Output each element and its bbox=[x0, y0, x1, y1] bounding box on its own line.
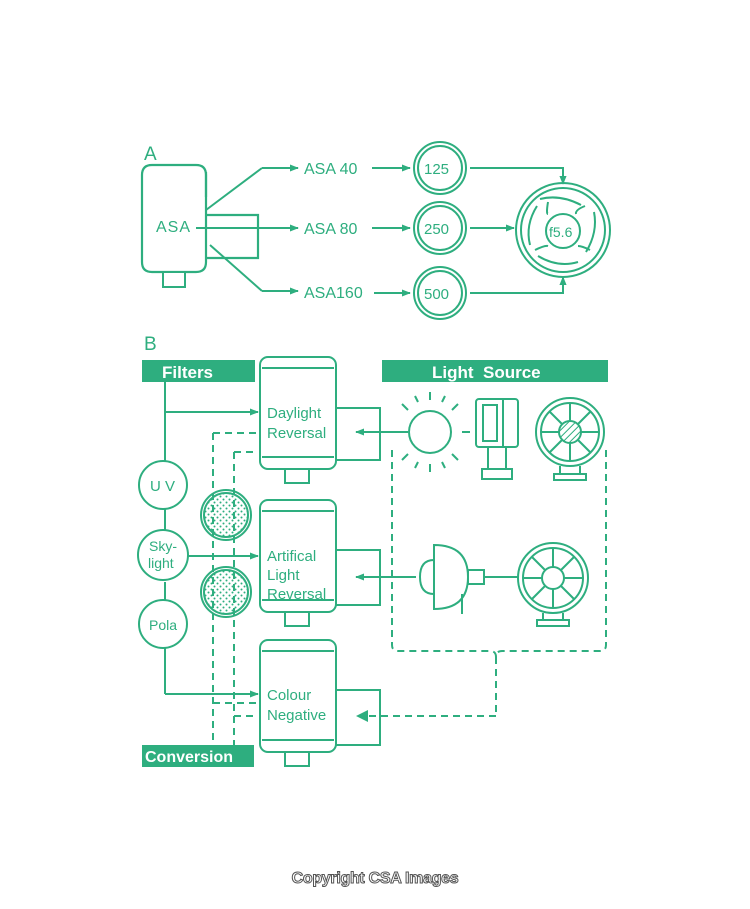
speed-asa-40: ASA 40 bbox=[304, 161, 357, 178]
shutter-dial-500 bbox=[413, 266, 467, 320]
aperture-iris-icon bbox=[515, 182, 611, 278]
filters-title: Filters bbox=[162, 363, 213, 382]
flash-reflector-icon bbox=[535, 397, 605, 481]
film-colour-label-1: Colour bbox=[267, 687, 311, 704]
shutter-dial-125 bbox=[413, 141, 467, 195]
filter-uv-label: U V bbox=[150, 478, 175, 495]
flashgun-icon bbox=[475, 398, 519, 480]
film-canister-daylight bbox=[259, 356, 381, 484]
section-b-label: B bbox=[144, 334, 157, 355]
speed-asa-80: ASA 80 bbox=[304, 221, 357, 238]
shutter-125: 125 bbox=[424, 161, 449, 178]
shutter-250: 250 bbox=[424, 221, 449, 238]
film-daylight-label-1: Daylight bbox=[267, 405, 322, 422]
section-a-label: A bbox=[144, 144, 157, 165]
film-artificial-label-2: Light bbox=[267, 567, 300, 584]
floodlight-icon bbox=[517, 542, 589, 627]
conversion-filter-icon bbox=[200, 489, 252, 618]
shutter-500: 500 bbox=[424, 286, 449, 303]
film-artificial-label-3: Reversal bbox=[267, 586, 326, 603]
film-artificial-label-1: Artifical bbox=[267, 548, 316, 565]
film-asa-label: ASA bbox=[156, 219, 191, 236]
section-a: A ASA ASA 40 ASA 80 ASA160 125 bbox=[140, 141, 611, 320]
spotlight-icon bbox=[418, 543, 518, 614]
film-canister-colour-negative bbox=[259, 639, 381, 767]
filters-bar bbox=[142, 360, 255, 382]
light-source-title: Light Source bbox=[432, 363, 541, 382]
film-canister-icon bbox=[140, 163, 260, 288]
conversion-title: Conversion bbox=[145, 749, 233, 766]
film-daylight-label-2: Reversal bbox=[267, 425, 326, 442]
film-colour-label-2: Negative bbox=[267, 707, 326, 724]
filter-pola bbox=[138, 599, 188, 649]
shutter-dial-250 bbox=[413, 201, 467, 255]
filter-uv bbox=[138, 460, 188, 510]
speed-asa-160: ASA160 bbox=[304, 285, 363, 302]
filter-pola-label: Pola bbox=[149, 617, 177, 633]
sun-icon bbox=[390, 392, 470, 472]
light-source-bar bbox=[382, 360, 608, 382]
section-b: B Filters Light Source Conversion U V Sk… bbox=[137, 334, 608, 767]
aperture-value: f5.6 bbox=[549, 224, 573, 240]
filter-skylight-label-2: light bbox=[148, 555, 174, 571]
filter-skylight-label-1: Sky- bbox=[149, 538, 177, 554]
copyright-watermark: Copyright CSA Images bbox=[291, 870, 459, 888]
conversion-bar bbox=[142, 745, 254, 767]
